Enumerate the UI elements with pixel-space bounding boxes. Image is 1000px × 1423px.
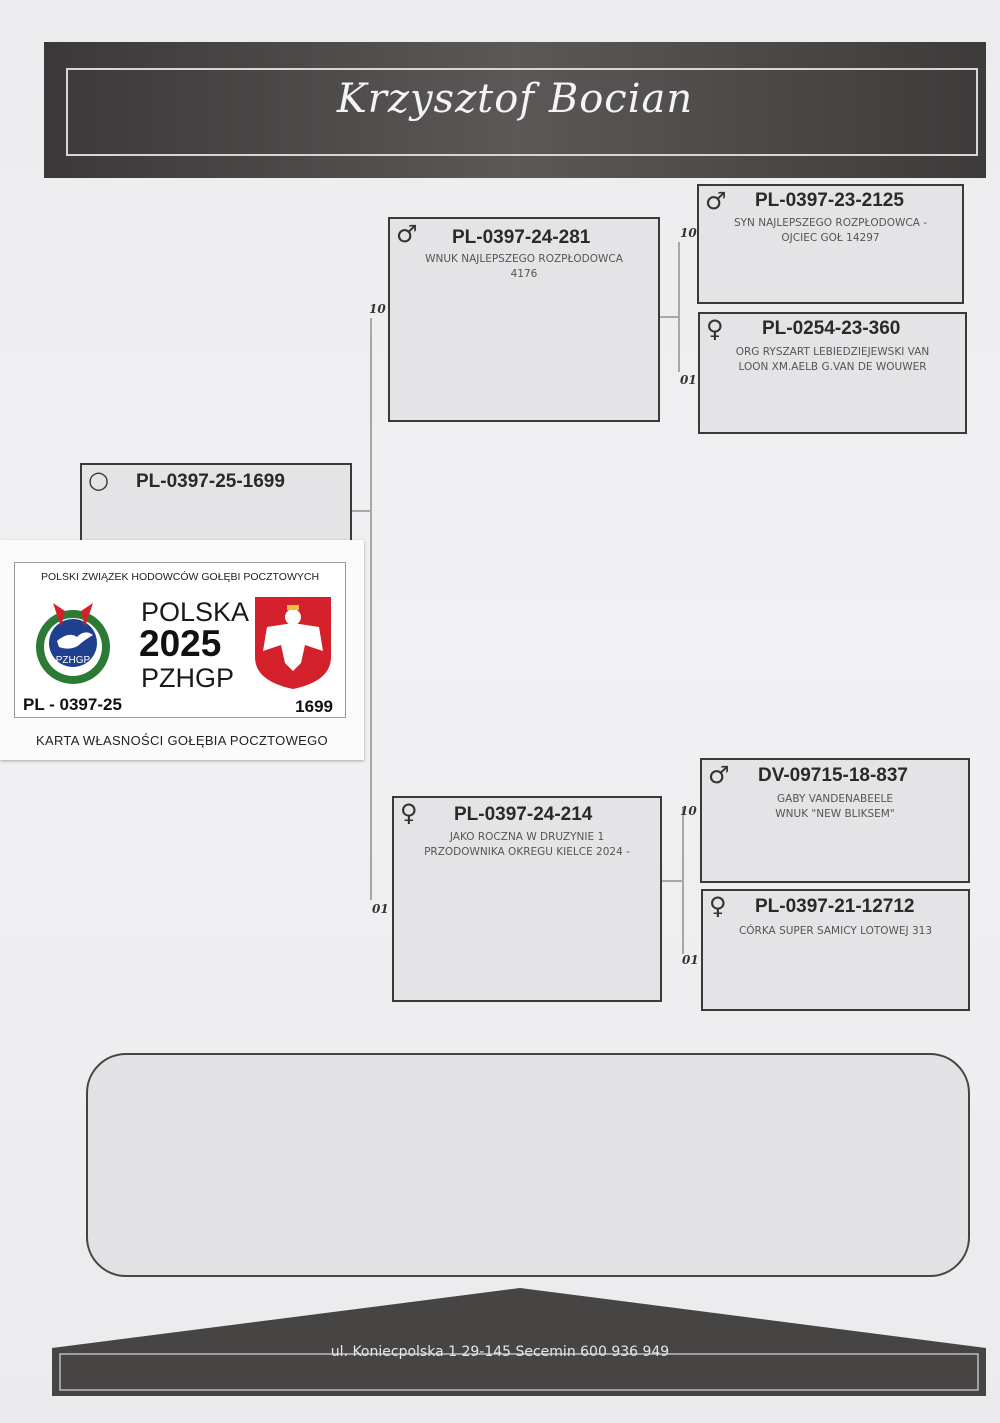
card-ring-number: PL - 0397-25 bbox=[23, 695, 122, 714]
sire-dam-box: ♀ PL-0254-23-360 ORG RYSZART LEBIEDZIEJE… bbox=[698, 312, 967, 434]
footer-address: ul. Koniecpolska 1 29-145 Secemin 600 93… bbox=[330, 1344, 670, 1360]
dam-description: JAKO ROCZNA W DRUZYNIE 1 PRZODOWNIKA OKR… bbox=[404, 830, 650, 860]
footer-ribbon bbox=[52, 1288, 986, 1396]
sire-sire-description: SYN NAJLEPSZEGO ROZPŁODOWCA - OJCIEC GOŁ… bbox=[709, 216, 952, 246]
header-banner: Krzysztof Bocian bbox=[44, 42, 986, 178]
card-header: POLSKI ZWIĄZEK HODOWCÓW GOŁĘBI POCZTOWYC… bbox=[40, 571, 320, 583]
dam-dam-ring: PL-0397-21-12712 bbox=[755, 896, 915, 917]
sire-description: WNUK NAJLEPSZEGO ROZPŁODOWCA 4176 bbox=[400, 252, 648, 282]
connector-line bbox=[661, 880, 683, 882]
dam-sire-ring: DV-09715-18-837 bbox=[758, 765, 908, 786]
notes-box bbox=[86, 1053, 970, 1277]
desc-line: LOON xM.AELB G.VAN DE WOUWER bbox=[738, 361, 927, 373]
pigeon-ring: PL-0397-25-1699 bbox=[136, 471, 285, 492]
eagle-crown bbox=[287, 605, 299, 610]
polish-eagle-icon bbox=[255, 597, 331, 689]
female-icon: ♀ bbox=[709, 892, 727, 920]
eagle-body bbox=[263, 623, 323, 671]
banner-frame bbox=[66, 68, 978, 156]
desc-line: 4176 bbox=[510, 268, 538, 280]
dam-dam-label: 01 bbox=[682, 953, 699, 967]
footer-frame bbox=[59, 1353, 979, 1391]
connector-line bbox=[678, 242, 680, 372]
desc-line: SYN NAJLEPSZEGO ROZPŁODOWCA - bbox=[733, 217, 928, 229]
dam-box: ♀ PL-0397-24-214 JAKO ROCZNA W DRUZYNIE … bbox=[392, 796, 662, 1002]
desc-line: CÓRKA SUPER SAMICY LOTOWEJ 313 bbox=[738, 925, 933, 937]
dam-sire-label: 10 bbox=[680, 804, 697, 818]
footer-shape bbox=[52, 1288, 986, 1396]
desc-line: GABY VANDENABEELE bbox=[777, 793, 893, 805]
desc-line: OJCIEC GOŁ 14297 bbox=[781, 232, 880, 244]
sire-label: 10 bbox=[369, 302, 386, 316]
dam-ring: PL-0397-24-214 bbox=[454, 804, 593, 825]
pzhgp-logo-icon: PZHGP bbox=[36, 603, 110, 684]
breeder-name: Krzysztof Bocian bbox=[336, 76, 694, 122]
sire-dam-label: 01 bbox=[680, 373, 697, 387]
desc-line: WNUK NAJLEPSZEGO ROZPŁODOWCA bbox=[425, 253, 623, 265]
dam-sire-box: ♂ DV-09715-18-837 GABY VANDENABEELE WNUK… bbox=[700, 758, 970, 883]
card-org: PZHGP bbox=[141, 663, 235, 693]
unknown-sex-icon: ○ bbox=[88, 466, 109, 494]
eagle-head bbox=[285, 609, 301, 625]
sire-dam-ring: PL-0254-23-360 bbox=[762, 318, 901, 339]
female-icon: ♀ bbox=[400, 799, 418, 827]
sire-sire-label: 10 bbox=[680, 226, 697, 240]
card-frame: POLSKI ZWIĄZEK HODOWCÓW GOŁĘBI POCZTOWYC… bbox=[14, 562, 346, 718]
card-serial: 1699 bbox=[295, 697, 333, 716]
ribbon-left bbox=[53, 603, 65, 627]
sire-box: ♂ PL-0397-24-281 WNUK NAJLEPSZEGO ROZPŁO… bbox=[388, 217, 660, 422]
connector-line bbox=[349, 510, 371, 512]
connector-line bbox=[370, 318, 372, 900]
female-icon: ♀ bbox=[706, 315, 724, 343]
connector-line bbox=[682, 808, 684, 954]
sire-ring: PL-0397-24-281 bbox=[452, 227, 591, 248]
ownership-card: POLSKI ZWIĄZEK HODOWCÓW GOŁĘBI POCZTOWYC… bbox=[0, 540, 364, 760]
card-year: 2025 bbox=[139, 623, 222, 664]
card-footer: KARTA WŁASNOŚCI GOŁĘBIA POCZTOWEGO bbox=[36, 733, 328, 748]
desc-line: PRZODOWNIKA OKREGU KIELCE 2024 - bbox=[424, 846, 630, 858]
desc-line: JAKO ROCZNA W DRUZYNIE 1 bbox=[449, 831, 605, 843]
desc-line: WNUK "NEW BLIKSEM" bbox=[775, 808, 895, 820]
dam-dam-description: CÓRKA SUPER SAMICY LOTOWEJ 313 bbox=[713, 924, 958, 939]
sire-sire-box: ♂ PL-0397-23-2125 SYN NAJLEPSZEGO ROZPŁO… bbox=[697, 184, 964, 304]
pigeon-shape bbox=[57, 632, 93, 649]
male-icon: ♂ bbox=[708, 761, 730, 789]
sire-sire-ring: PL-0397-23-2125 bbox=[755, 190, 904, 211]
sire-dam-description: ORG RYSZART LEBIEDZIEJEWSKI VAN LOON xM.… bbox=[710, 345, 955, 375]
logo-text: PZHGP bbox=[56, 655, 91, 666]
desc-line: ORG RYSZART LEBIEDZIEJEWSKI VAN bbox=[735, 346, 930, 358]
ribbon-right bbox=[81, 603, 93, 627]
male-icon: ♂ bbox=[705, 187, 727, 215]
male-icon: ♂ bbox=[396, 220, 418, 248]
dam-dam-box: ♀ PL-0397-21-12712 CÓRKA SUPER SAMICY LO… bbox=[701, 889, 970, 1011]
connector-line bbox=[658, 316, 679, 318]
dam-label: 01 bbox=[372, 902, 389, 916]
dam-sire-description: GABY VANDENABEELE WNUK "NEW BLIKSEM" bbox=[712, 792, 958, 822]
card-country: POLSKA bbox=[141, 597, 250, 627]
